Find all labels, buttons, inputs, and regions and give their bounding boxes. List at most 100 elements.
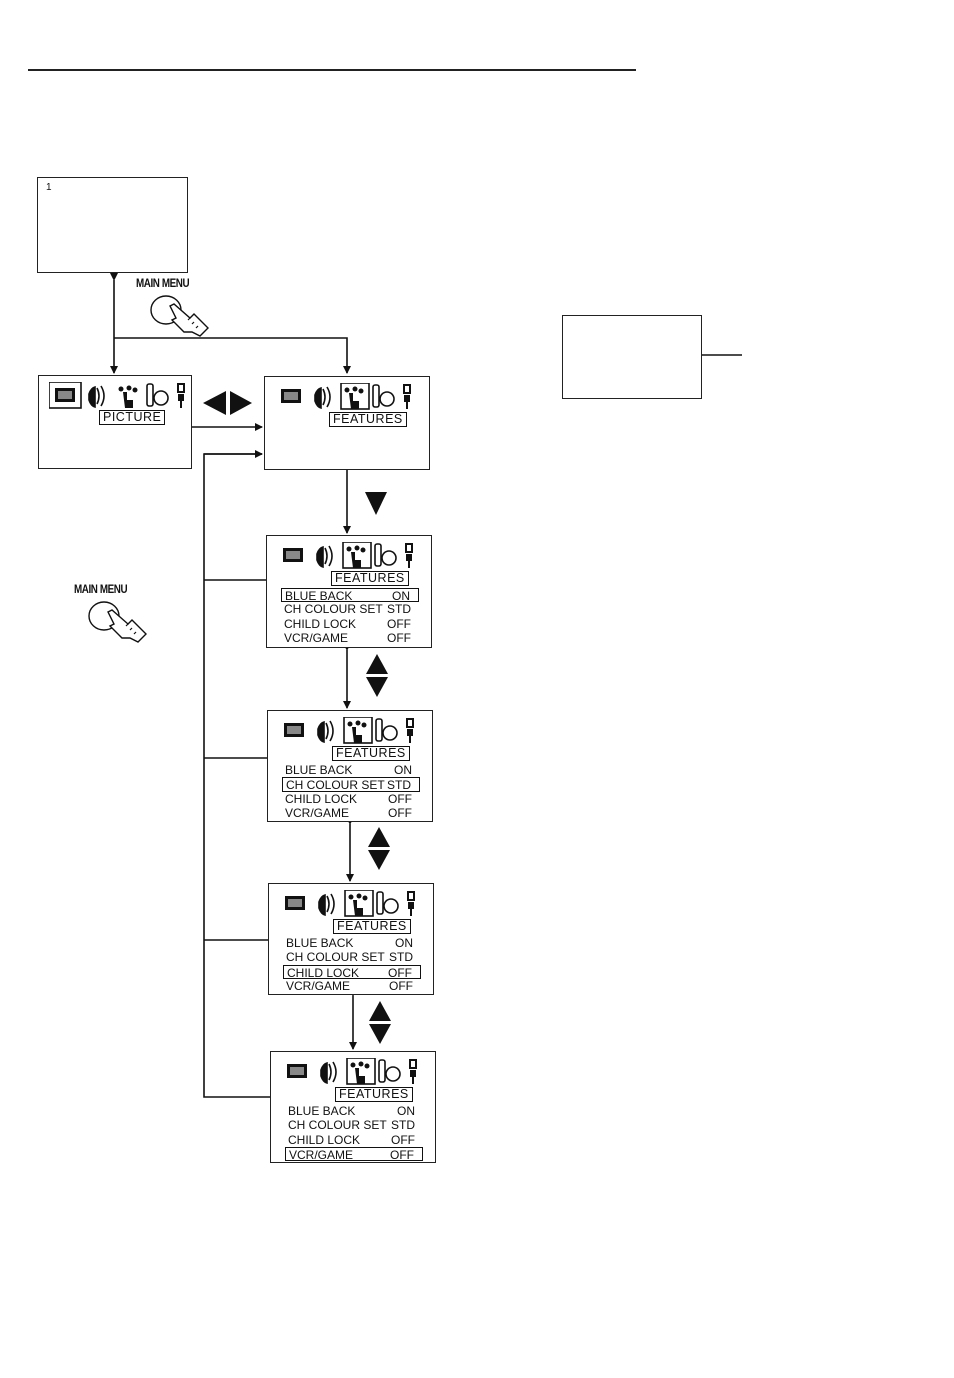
menu-icon-bar	[49, 382, 185, 409]
cursor-down-icon	[366, 677, 388, 697]
features-menu-screen: FEATURES	[264, 376, 430, 470]
menu-row-value: STD	[387, 778, 411, 793]
menu-row-label: VCR/GAME	[286, 978, 351, 993]
menu-row[interactable]: VCR/GAME OFF	[285, 1146, 423, 1162]
menu-row-value: OFF	[387, 630, 411, 645]
timer-icon	[374, 543, 397, 567]
main-menu-label: MAIN MENU	[136, 276, 190, 290]
menu-row-value: ON	[392, 589, 410, 603]
menu-row[interactable]: CHILD LOCK OFF	[285, 1133, 423, 1147]
cursor-up-icon	[369, 1001, 391, 1021]
menu-row[interactable]: BLUE BACK ON	[283, 936, 421, 950]
setup-icon	[177, 383, 185, 408]
cursor-left-icon	[203, 391, 226, 415]
cursor-down-icon	[365, 492, 387, 515]
setup-icon	[406, 718, 414, 743]
menu-row-label: BLUE BACK	[288, 1104, 356, 1118]
menu-row-label: CHILD LOCK	[288, 1132, 361, 1147]
menu-row[interactable]: BLUE BACK ON	[285, 1104, 423, 1118]
setup-icon	[403, 384, 411, 409]
cursor-up-icon	[368, 827, 390, 847]
menu-row-value: STD	[391, 1118, 415, 1133]
menu-row[interactable]: CH COLOUR SET STD	[283, 950, 421, 964]
menu-row-value: OFF	[389, 978, 413, 993]
menu-row-label: CH COLOUR SET	[288, 1118, 387, 1133]
menu-row-value: ON	[394, 763, 412, 777]
menu-row-value: STD	[389, 950, 413, 965]
menu-row[interactable]: VCR/GAME OFF	[281, 631, 419, 645]
picture-icon	[285, 896, 305, 910]
features-icon	[118, 385, 138, 408]
cursor-right-icon	[230, 391, 252, 415]
menu-title: FEATURES	[332, 746, 410, 761]
features-icon	[348, 893, 368, 916]
menu-row[interactable]: VCR/GAME OFF	[282, 806, 420, 820]
setup-icon	[405, 543, 413, 568]
menu-row-value: OFF	[388, 805, 412, 820]
menu-icon-bar	[285, 890, 415, 917]
menu-row-label: BLUE BACK	[285, 589, 353, 603]
menu-icon-bar	[284, 717, 414, 744]
cursor-down-icon	[369, 1024, 391, 1044]
menu-row-value: OFF	[390, 1147, 414, 1162]
menu-row-value: ON	[395, 936, 413, 950]
main-menu-label: MAIN MENU	[74, 582, 128, 596]
main-menu-button-icon[interactable]	[84, 596, 154, 644]
picture-icon	[284, 723, 304, 737]
features-icon	[347, 720, 367, 743]
menu-icon-bar	[281, 383, 411, 410]
picture-icon	[55, 388, 75, 402]
cursor-down-icon	[368, 850, 390, 870]
picture-menu-screen: PICTURE	[38, 375, 192, 469]
picture-icon	[287, 1064, 307, 1078]
menu-title: FEATURES	[331, 571, 409, 586]
features-icon	[346, 545, 366, 568]
menu-row[interactable]: CHILD LOCK OFF	[281, 617, 419, 631]
menu-row[interactable]: BLUE BACK ON	[282, 763, 420, 777]
menu-row-value: OFF	[387, 616, 411, 631]
setup-icon	[409, 1059, 417, 1084]
menu-row-label: VCR/GAME	[284, 630, 349, 645]
menu-row-value: OFF	[391, 1132, 415, 1147]
menu-row-label: CH COLOUR SET	[284, 602, 383, 617]
main-menu-button-icon[interactable]	[146, 290, 216, 338]
menu-row-value: ON	[397, 1104, 415, 1118]
menu-row-label: VCR/GAME	[285, 805, 350, 820]
menu-row[interactable]: BLUE BACK ON	[281, 588, 419, 603]
menu-title: FEATURES	[335, 1087, 413, 1102]
sound-icon	[316, 545, 333, 569]
sound-icon	[318, 893, 335, 917]
menu-icon-bar	[287, 1058, 417, 1085]
menu-title: PICTURE	[99, 410, 166, 425]
header-rule	[28, 69, 636, 71]
features-icon	[344, 386, 364, 409]
menu-row[interactable]: CH COLOUR SET STD	[285, 1118, 423, 1132]
menu-row[interactable]: VCR/GAME OFF	[283, 979, 421, 993]
menu-title: FEATURES	[329, 412, 407, 427]
timer-icon	[372, 384, 395, 408]
menu-row-label: CHILD LOCK	[284, 616, 357, 631]
sound-icon	[317, 720, 334, 744]
menu-row-label: VCR/GAME	[289, 1147, 354, 1162]
sound-icon	[320, 1061, 337, 1085]
picture-icon	[283, 548, 303, 562]
menu-row-label: CH COLOUR SET	[286, 778, 385, 793]
timer-icon	[146, 383, 169, 407]
return-loop-line	[203, 453, 270, 1098]
menu-row-label: BLUE BACK	[285, 763, 353, 777]
features-icon	[350, 1061, 370, 1084]
menu-icon-bar	[283, 542, 413, 569]
timer-icon	[376, 891, 399, 915]
menu-row-label: CH COLOUR SET	[286, 950, 385, 965]
menu-row-label: BLUE BACK	[286, 936, 354, 950]
menu-row-value: OFF	[388, 791, 412, 806]
sound-icon	[88, 385, 105, 409]
picture-icon	[281, 389, 301, 403]
